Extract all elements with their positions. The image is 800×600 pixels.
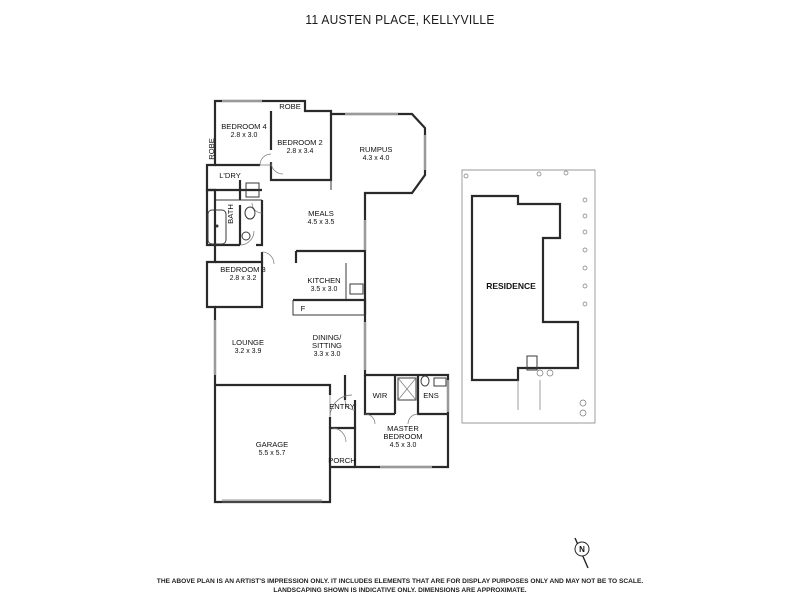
compass-label: N (579, 545, 585, 554)
compass-icon (574, 541, 590, 557)
robe-side-label: ROBE (207, 138, 216, 160)
bedroom2-label: BEDROOM 2 (277, 138, 323, 147)
bedroom4-dims: 2.8 x 3.0 (231, 132, 258, 139)
bedroom3-dims: 2.8 x 3.2 (230, 275, 257, 282)
dining-dims: 3.3 x 3.0 (314, 351, 341, 358)
bedroom2-dims: 2.8 x 3.4 (287, 148, 314, 155)
lounge-dims: 3.2 x 3.9 (235, 348, 262, 355)
rumpus-label: RUMPUS (360, 145, 393, 154)
ens-label: ENS (423, 391, 439, 400)
fixtures (207, 182, 447, 401)
rumpus-dims: 4.3 x 4.0 (363, 155, 390, 162)
kitchen-dims: 3.5 x 3.0 (311, 286, 338, 293)
disclaimer: THE ABOVE PLAN IS AN ARTIST'S IMPRESSION… (0, 577, 800, 595)
master-label-2: BEDROOM (383, 432, 422, 441)
entry-label: ENTRY (329, 402, 355, 411)
bedroom3-label: BEDROOM 3 (220, 265, 266, 274)
site-plan: RESIDENCE (461, 169, 596, 424)
laundry-label: L'DRY (219, 171, 241, 180)
garage-label: GARAGE (256, 440, 289, 449)
room-labels: BEDROOM 4 2.8 x 3.0 ROBE ROBE BEDROOM 2 … (207, 102, 439, 465)
disclaimer-line-1: THE ABOVE PLAN IS AN ARTIST'S IMPRESSION… (156, 578, 644, 585)
robe-top-label: ROBE (279, 102, 301, 111)
bath-label: BATH (226, 204, 235, 224)
disclaimer-line-2: LANDSCAPING SHOWN IS INDICATIVE ONLY. DI… (273, 587, 527, 594)
dining-label-2: SITTING (312, 341, 342, 350)
meals-label: MEALS (308, 209, 334, 218)
north-arrow: N (574, 537, 590, 569)
bedroom4-label: BEDROOM 4 (221, 122, 267, 131)
kitchen-label: KITCHEN (307, 276, 340, 285)
fridge-label: F (301, 304, 306, 313)
dining-label-1: DINING/ (313, 333, 343, 342)
site-shrubs (463, 170, 588, 417)
wir-label: WIR (373, 391, 388, 400)
lounge-label: LOUNGE (232, 338, 264, 347)
master-dims: 4.5 x 3.0 (390, 442, 417, 449)
meals-dims: 4.5 x 3.5 (308, 219, 335, 226)
residence-label: RESIDENCE (486, 281, 536, 291)
master-label-1: MASTER (387, 424, 419, 433)
windows (213, 99, 450, 469)
porch-label: PORCH (328, 456, 355, 465)
garage-dims: 5.5 x 5.7 (259, 450, 286, 457)
door-swings (222, 153, 419, 503)
page-title: 11 AUSTEN PLACE, KELLYVILLE (305, 12, 495, 27)
